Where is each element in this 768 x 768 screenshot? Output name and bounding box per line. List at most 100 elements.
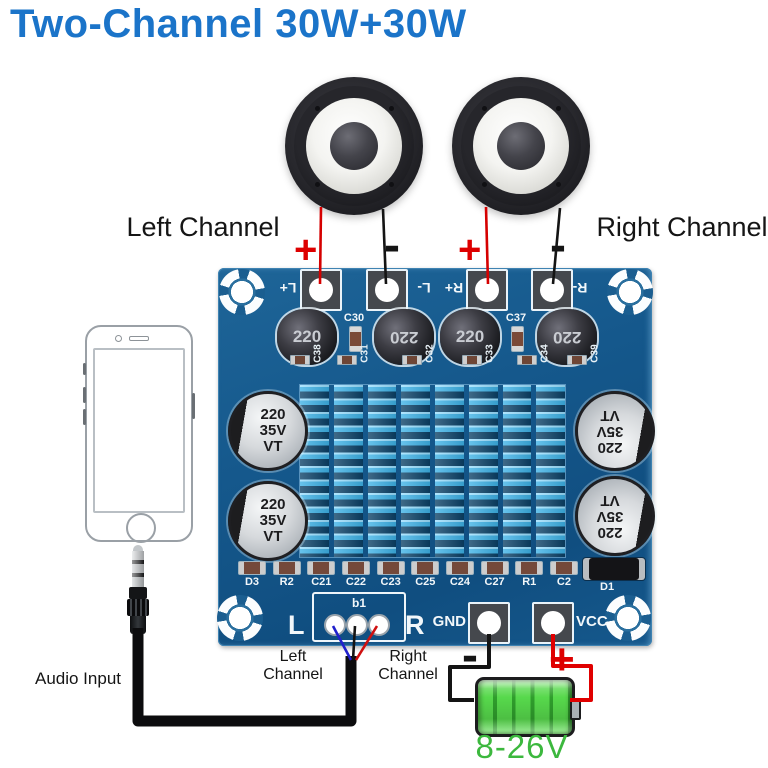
silk-c39: C39 — [589, 344, 601, 363]
silk-r-plus: R+ — [444, 280, 464, 296]
silk-l-minus: L- — [417, 280, 431, 296]
silk-c22: C22 — [345, 576, 367, 588]
silk-c30: C30 — [343, 312, 365, 324]
component-r2: R2 — [272, 561, 301, 588]
left-channel-label: Left Channel — [126, 212, 280, 242]
electrolytic-capacitor: 220 35V VT — [575, 391, 655, 471]
smd-capacitor — [567, 355, 587, 365]
speaker-screw — [555, 181, 561, 187]
cap-line: 35V — [596, 507, 624, 525]
inductor-value: 220 — [552, 328, 582, 347]
component-c22: C22 — [341, 561, 370, 588]
heatsink-fin-column — [367, 385, 397, 557]
right-channel-bottom-label: Right Channel — [368, 648, 448, 685]
inductor-value: 220 — [389, 328, 419, 347]
label-line: Channel — [378, 666, 438, 684]
speaker-screw — [315, 181, 321, 187]
battery-plus-sign: + — [549, 635, 575, 684]
audio-input-header: b1 — [312, 592, 406, 642]
smd-capacitor — [341, 561, 370, 575]
silk-c24: C24 — [449, 576, 471, 588]
silk-c23: C23 — [380, 576, 401, 588]
audio-jack-tip — [133, 545, 143, 552]
silk-c2: C2 — [556, 576, 571, 588]
smd-capacitor — [517, 355, 537, 365]
audio-input-label: Audio Input — [34, 669, 121, 688]
cap-line: 220 — [597, 438, 623, 456]
smartphone — [83, 325, 195, 543]
page-title: Two-Channel 30W+30W — [10, 2, 467, 46]
heatsink-fin-column — [435, 385, 464, 557]
inductor-value: 220 — [292, 327, 322, 346]
left-channel-bottom-label: Left Channel — [253, 648, 333, 685]
smd-capacitor — [402, 355, 422, 365]
audio-pad-left — [324, 614, 346, 636]
mounting-hole — [219, 269, 265, 315]
heatsink-fin-column — [401, 385, 430, 557]
label-line: Left — [279, 648, 307, 665]
audio-jack-body — [130, 616, 146, 634]
component-c21: C21 — [307, 561, 336, 588]
electrolytic-capacitor: 220 35V VT — [575, 476, 655, 556]
phone-side-button — [83, 363, 86, 375]
cap-line: 35V — [259, 422, 287, 440]
right-channel-label: Right Channel — [596, 212, 768, 242]
smd-capacitor — [290, 355, 310, 365]
smd-diode — [238, 561, 266, 575]
right-plus-sign: + — [458, 228, 482, 272]
cap-line: VT — [600, 492, 620, 510]
silk-r2: R2 — [279, 576, 294, 588]
audio-jack-knurl — [127, 599, 149, 616]
smd-capacitor — [445, 561, 474, 575]
inductor-value: 220 — [455, 327, 485, 346]
smd-capacitor — [462, 355, 482, 365]
silk-c37: C37 — [505, 312, 527, 324]
mounting-hole — [605, 595, 651, 641]
speaker-screw — [388, 181, 394, 187]
cap-line: 35V — [596, 422, 624, 440]
component-c25: C25 — [411, 561, 440, 588]
silk-vcc: VCC — [576, 613, 608, 630]
battery-voltage-label: 8-26V — [475, 728, 569, 765]
silk-c34: C34 — [539, 344, 551, 363]
component-r1: R1 — [515, 561, 544, 588]
bottom-component-row: D3 R2 C21 C22 C23 C25 C24 C27 R1 C2 — [238, 561, 578, 588]
left-minus-sign: - — [384, 219, 400, 272]
mounting-hole — [607, 269, 653, 315]
silk-r1: R1 — [522, 576, 537, 588]
heatsink-fin-column — [333, 385, 363, 557]
heatsink-fin-column — [468, 385, 498, 557]
cap-line: 35V — [259, 512, 287, 530]
speaker-screw — [315, 105, 321, 111]
cap-line: VT — [263, 437, 283, 455]
component-c2: C2 — [549, 561, 578, 588]
silk-d3: D3 — [244, 576, 260, 588]
smd-capacitor — [480, 561, 509, 575]
terminal-pad-l-minus — [366, 269, 408, 311]
smd-capacitor — [411, 561, 440, 575]
component-c24: C24 — [445, 561, 474, 588]
left-speaker — [285, 77, 423, 215]
phone-side-button — [83, 409, 86, 425]
silk-b1: b1 — [351, 596, 366, 610]
power-diode — [583, 558, 645, 580]
terminal-pad-r-plus — [466, 269, 508, 311]
smd-capacitor — [549, 561, 578, 575]
cap-line: 220 — [597, 523, 623, 541]
smd-capacitor — [349, 326, 362, 352]
component-c27: C27 — [480, 561, 509, 588]
smd-resistor — [272, 561, 301, 575]
silk-r: R — [405, 610, 425, 640]
mounting-hole — [217, 595, 263, 641]
silk-gnd: GND — [432, 613, 466, 630]
right-speaker — [452, 77, 590, 215]
heatsink-fin-column — [536, 385, 565, 557]
silk-c27: C27 — [484, 576, 505, 588]
speaker-screw — [555, 105, 561, 111]
heatsink-fin-column — [502, 385, 532, 557]
silk-c31: C31 — [359, 344, 371, 363]
label-line: Right — [389, 648, 427, 665]
electrolytic-capacitor: 220 35V VT — [228, 391, 308, 471]
audio-pad-ground — [346, 614, 368, 636]
